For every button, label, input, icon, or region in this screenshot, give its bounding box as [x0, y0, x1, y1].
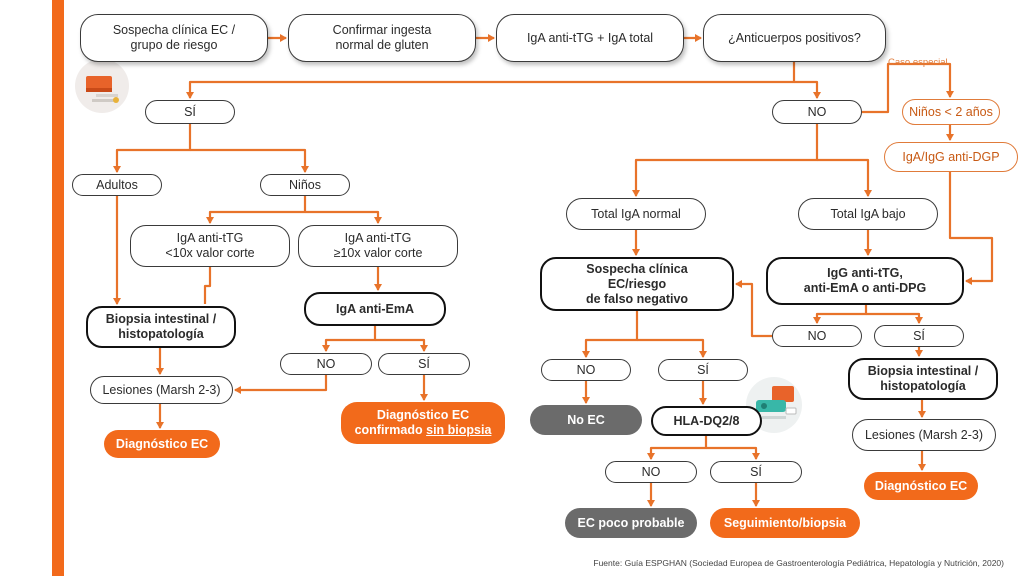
node-falso-no: NO [541, 359, 631, 381]
node-ema-si: SÍ [378, 353, 470, 375]
edge-no-totalnormal [632, 124, 819, 197]
node-iga-anti-ema: IgA anti-EmA [304, 292, 446, 326]
node-biopsia-right: Biopsia intestinal / histopatología [848, 358, 998, 400]
node-igg-no: NO [772, 325, 862, 347]
node-igg-anti-ttg: IgG anti-tTG, anti-EmA o anti-DPG [766, 257, 964, 305]
node-hla-no: NO [605, 461, 697, 483]
node-no-ec: No EC [530, 405, 642, 435]
node-ec-poco-probable: EC poco probable [565, 508, 697, 538]
edge-ttglow-biopsia [203, 267, 212, 304]
node-sospecha-falso-negativo: Sospecha clínica EC/riesgo de falso nega… [540, 257, 734, 311]
edge-to-no [794, 80, 821, 99]
edge-igg-no [813, 305, 868, 324]
node-ninos: Niños [260, 174, 350, 196]
node-falso-si: SÍ [658, 359, 748, 381]
edge-si-adultos [113, 124, 192, 173]
edge-ema-si [375, 338, 428, 352]
node-no-main: NO [772, 100, 862, 124]
edge-hla-si [706, 446, 760, 460]
node-diagnostico-left: Diagnóstico EC [104, 430, 220, 458]
node-ninos-menor-2: Niños < 2 años [902, 99, 1000, 125]
node-lesiones-left: Lesiones (Marsh 2-3) [90, 376, 233, 404]
edge-iggno-sospecha [735, 280, 772, 338]
edge-caso-especial [862, 62, 954, 114]
node-hla-si: SÍ [710, 461, 802, 483]
node-igg-si: SÍ [874, 325, 964, 347]
node-adultos: Adultos [72, 174, 162, 196]
node-diagnostico-sin-biopsia: Diagnóstico EC confirmado sin biopsia [341, 402, 505, 444]
book-icon [72, 58, 132, 114]
edge-no-totalbajo [817, 158, 872, 197]
node-lesiones-right: Lesiones (Marsh 2-3) [852, 419, 996, 451]
node-diagnostico-right: Diagnóstico EC [864, 472, 978, 500]
node-ttg-high: IgA anti-tTG ≥10x valor corte [298, 225, 458, 267]
edge-dgp-igg [948, 172, 994, 285]
diag-sin-biopsia-underlined: sin biopsia [426, 423, 492, 437]
source-caption: Fuente: Guía ESPGHAN (Sociedad Europea d… [593, 558, 1004, 568]
node-ttg-low: IgA anti-tTG <10x valor corte [130, 225, 290, 267]
diag-sin-biopsia-line1: Diagnóstico EC [376, 408, 470, 422]
node-anticuerpos-positivos: ¿Anticuerpos positivos? [703, 14, 886, 62]
edge-igg-si [866, 312, 923, 324]
caso-especial-label: Caso especial [888, 57, 948, 68]
node-iga-anti-ttg: IgA anti-tTG + IgA total [496, 14, 684, 62]
node-confirmar-gluten: Confirmar ingesta normal de gluten [288, 14, 476, 62]
edge-si-ninos [190, 148, 309, 173]
node-total-iga-bajo: Total IgA bajo [798, 198, 938, 230]
node-hla-dq28: HLA-DQ2/8 [651, 406, 762, 436]
diag-sin-biopsia-confirmado: confirmado [354, 423, 427, 437]
accent-side-bar [52, 0, 64, 576]
edge-ema-no [322, 326, 377, 352]
edge-emano-lesiones [234, 375, 328, 394]
node-seguimiento-biopsia: Seguimiento/biopsia [710, 508, 860, 538]
edge-to-si [186, 62, 796, 99]
node-anti-dgp: IgA/IgG anti-DGP [884, 142, 1018, 172]
edge-ninos-ttghigh [305, 210, 382, 224]
diag-sin-biopsia-line2: confirmado sin biopsia [355, 423, 492, 438]
edge-ninos-ttglow [206, 196, 307, 224]
edge-sospecha-no [582, 311, 639, 358]
node-ema-no: NO [280, 353, 372, 375]
node-biopsia-left: Biopsia intestinal / histopatología [86, 306, 236, 348]
edge-hla-no [647, 436, 708, 460]
node-total-iga-normal: Total IgA normal [566, 198, 706, 230]
edge-sospecha-si [637, 338, 707, 358]
node-si-main: SÍ [145, 100, 235, 124]
node-sospecha-clinica: Sospecha clínica EC / grupo de riesgo [80, 14, 268, 62]
